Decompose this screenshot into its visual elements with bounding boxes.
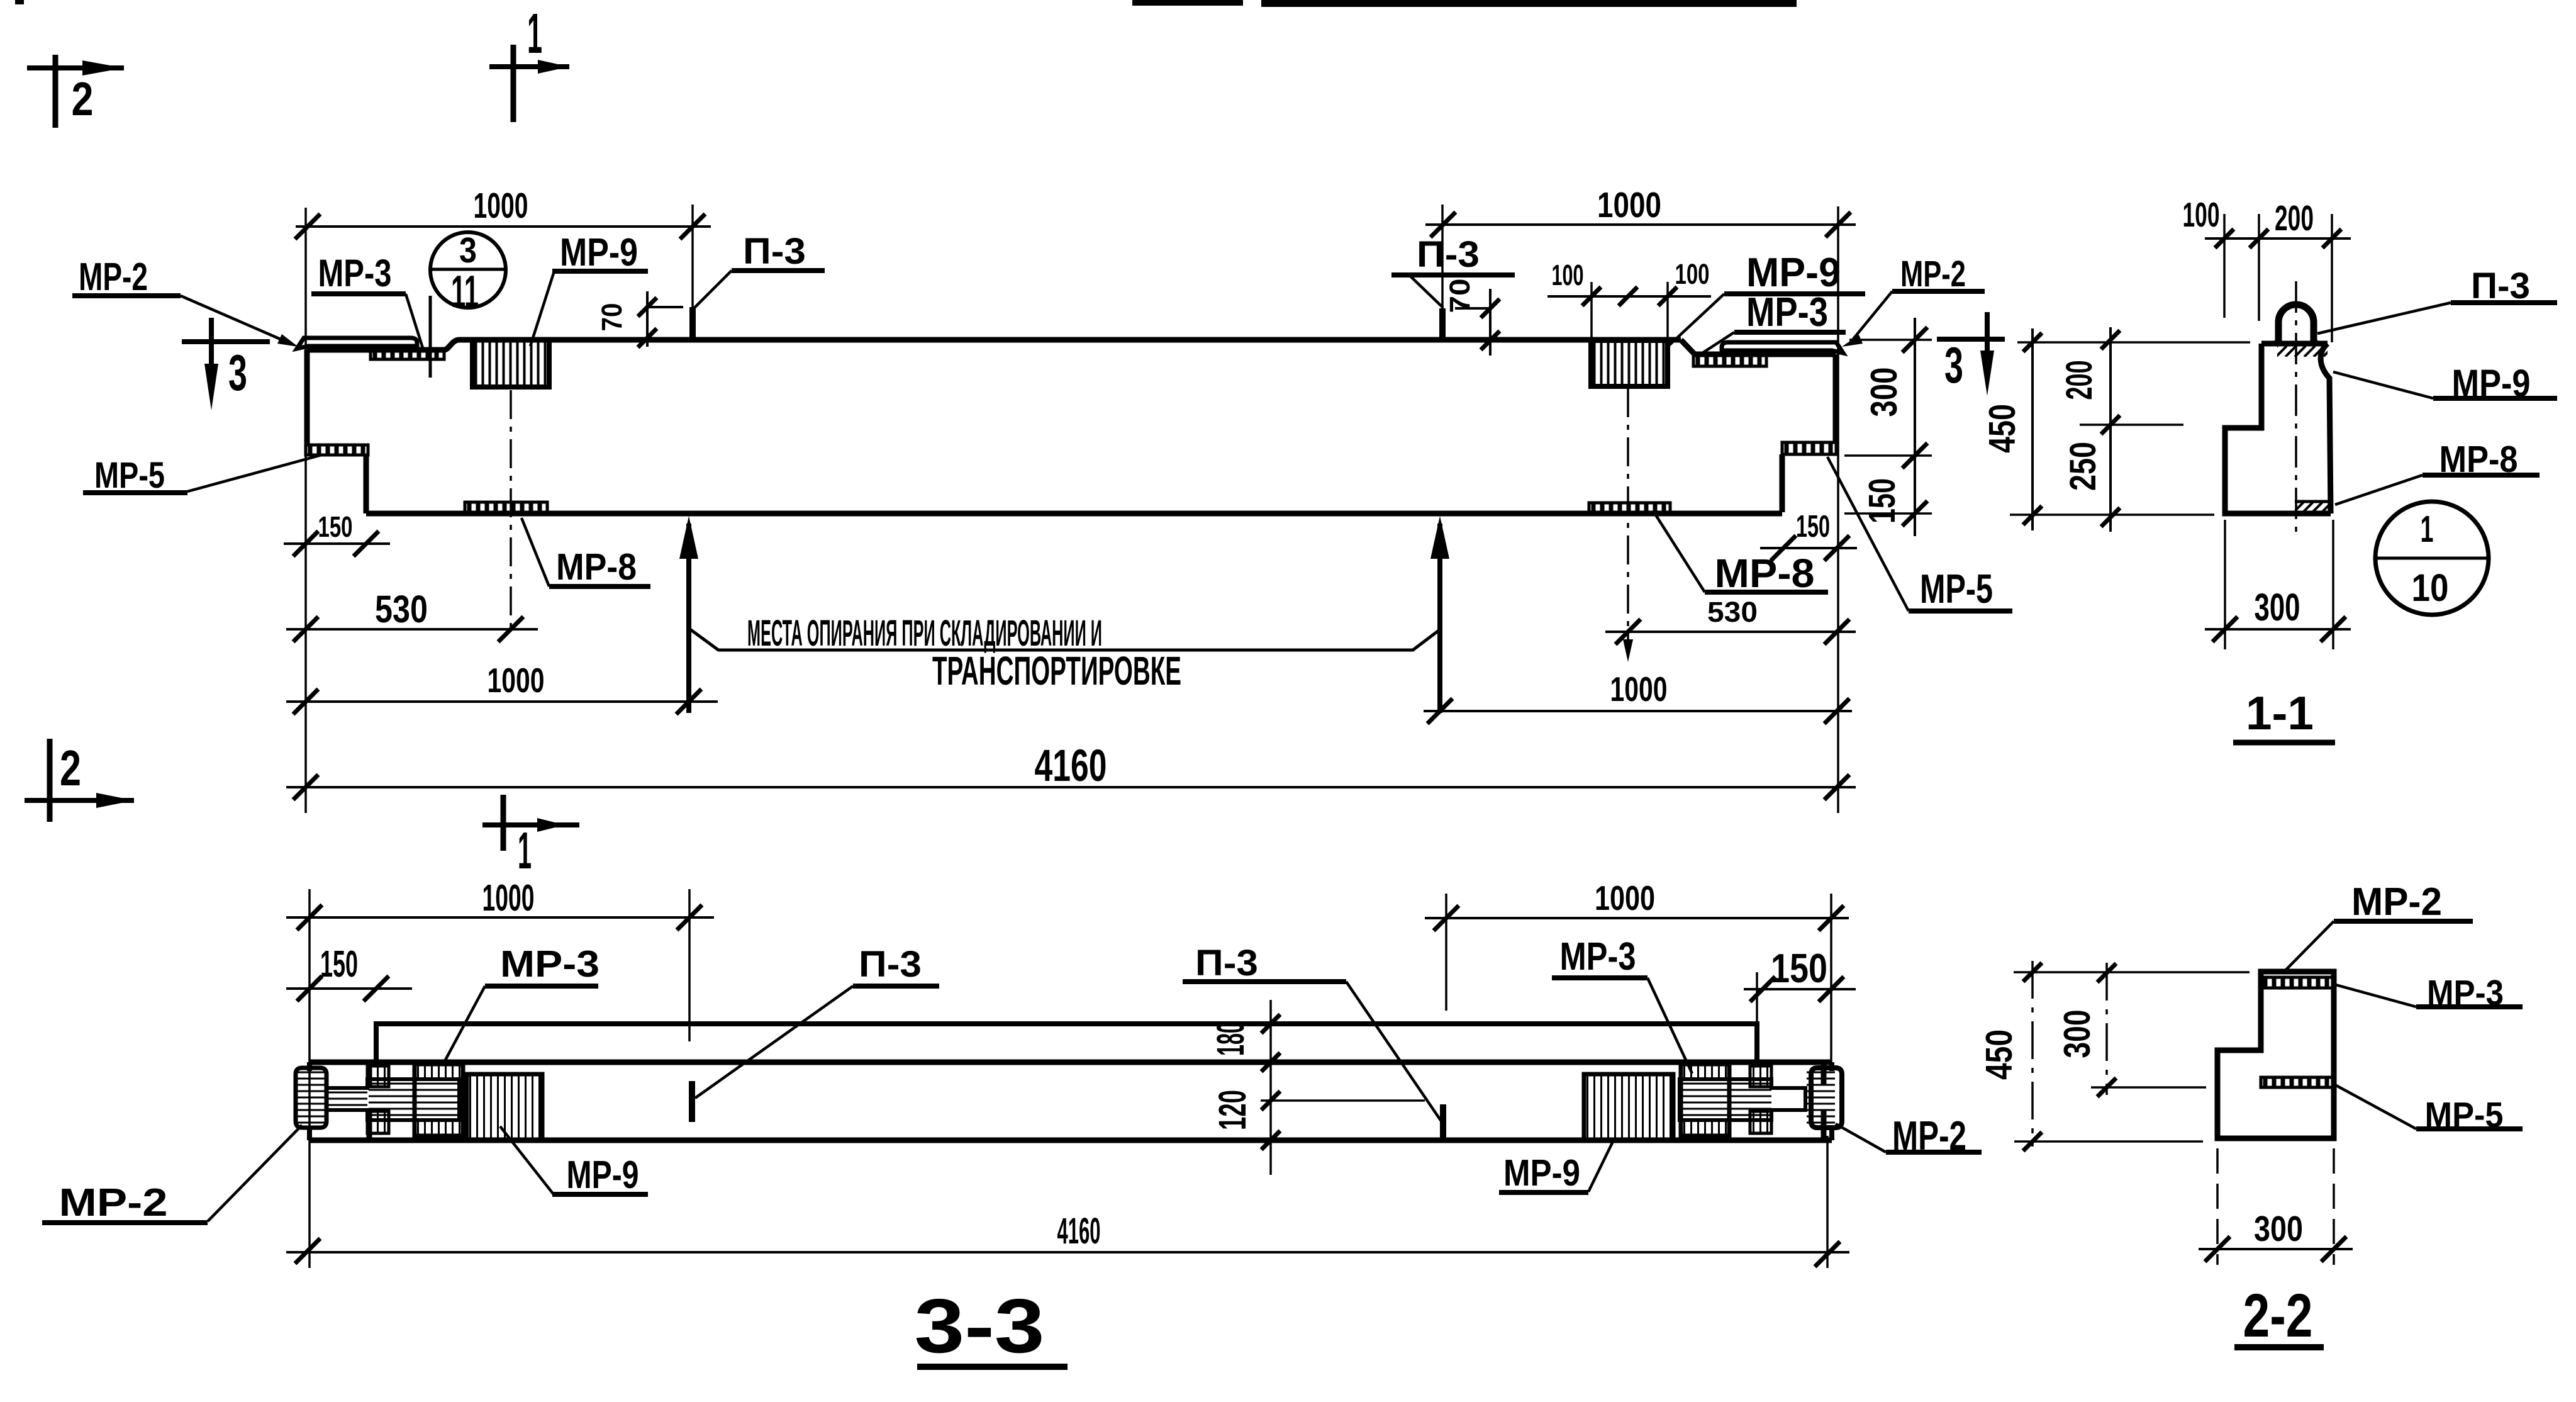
svg-text:МР-9: МР-9: [1503, 1152, 1580, 1194]
svg-text:МР-2: МР-2: [1900, 254, 1966, 294]
svg-text:1: 1: [518, 821, 532, 880]
svg-text:МР-2: МР-2: [79, 255, 148, 299]
svg-text:1-1: 1-1: [2246, 687, 2314, 739]
svg-text:300: 300: [2056, 1010, 2098, 1058]
svg-text:МР-5: МР-5: [1920, 566, 1993, 612]
svg-text:МЕСТА ОПИРАНИЯ ПРИ СКЛАДИРОВАН: МЕСТА ОПИРАНИЯ ПРИ СКЛАДИРОВАНИИ И: [747, 613, 1102, 654]
svg-text:МР-9: МР-9: [560, 231, 638, 274]
svg-text:МР-3: МР-3: [318, 252, 392, 294]
svg-text:300: 300: [2254, 1209, 2303, 1249]
svg-text:П-3: П-3: [2471, 266, 2530, 306]
svg-text:3: 3: [228, 345, 247, 401]
svg-text:1000: 1000: [1595, 878, 1655, 917]
svg-text:МР-3: МР-3: [1560, 935, 1636, 979]
svg-text:П-3: П-3: [743, 231, 806, 272]
svg-text:МР-3: МР-3: [1746, 289, 1828, 335]
svg-text:1000: 1000: [1610, 670, 1668, 709]
svg-text:150: 150: [1796, 510, 1830, 544]
svg-text:70: 70: [596, 303, 628, 332]
svg-text:300: 300: [1863, 367, 1905, 417]
svg-text:4160: 4160: [1035, 741, 1107, 791]
svg-text:МР-2: МР-2: [59, 1181, 168, 1225]
svg-text:3-3: 3-3: [915, 1283, 1045, 1369]
svg-text:МР-9: МР-9: [567, 1153, 639, 1197]
svg-text:120: 120: [1211, 1090, 1254, 1130]
svg-text:МР-9: МР-9: [1746, 249, 1841, 295]
svg-text:530: 530: [375, 588, 428, 631]
svg-text:1000: 1000: [488, 661, 545, 700]
svg-text:П-3: П-3: [1417, 234, 1480, 275]
svg-text:1: 1: [527, 3, 542, 65]
svg-text:3: 3: [459, 230, 477, 271]
svg-text:70: 70: [1444, 279, 1476, 313]
svg-text:П-3: П-3: [1195, 943, 1258, 984]
svg-text:180: 180: [1209, 1022, 1252, 1056]
svg-text:МР-2: МР-2: [2351, 880, 2442, 924]
svg-text:250: 250: [2063, 442, 2104, 491]
svg-text:450: 450: [1978, 1029, 2020, 1080]
svg-text:1: 1: [2421, 508, 2434, 550]
svg-text:МР-8: МР-8: [556, 546, 637, 588]
svg-text:150: 150: [320, 943, 358, 985]
svg-text:11: 11: [451, 267, 479, 317]
svg-text:ТРАНСПОРТИРОВКЕ: ТРАНСПОРТИРОВКЕ: [932, 648, 1181, 693]
svg-text:1000: 1000: [1597, 185, 1661, 225]
svg-text:МР-8: МР-8: [1715, 551, 1815, 596]
svg-text:200: 200: [2275, 198, 2314, 238]
svg-text:150: 150: [1771, 945, 1827, 991]
svg-text:МР-3: МР-3: [500, 943, 599, 985]
svg-text:150: 150: [1861, 478, 1903, 524]
svg-text:4160: 4160: [1057, 1211, 1101, 1252]
svg-text:300: 300: [2255, 586, 2300, 629]
svg-text:1000: 1000: [482, 877, 535, 919]
svg-text:100: 100: [1552, 259, 1584, 291]
svg-text:450: 450: [1982, 404, 2023, 453]
svg-text:П-3: П-3: [859, 944, 922, 985]
svg-text:150: 150: [318, 510, 353, 543]
svg-text:2-2: 2-2: [2243, 1281, 2313, 1350]
svg-text:530: 530: [1707, 596, 1758, 628]
svg-text:2: 2: [60, 740, 81, 796]
svg-text:10: 10: [2412, 566, 2449, 609]
svg-text:МР-5: МР-5: [94, 455, 165, 496]
svg-text:100: 100: [2183, 195, 2220, 234]
svg-text:1000: 1000: [474, 186, 528, 226]
svg-text:2: 2: [72, 72, 94, 125]
svg-text:100: 100: [1675, 258, 1710, 290]
svg-text:200: 200: [2059, 361, 2100, 400]
svg-text:3: 3: [1944, 337, 1963, 394]
